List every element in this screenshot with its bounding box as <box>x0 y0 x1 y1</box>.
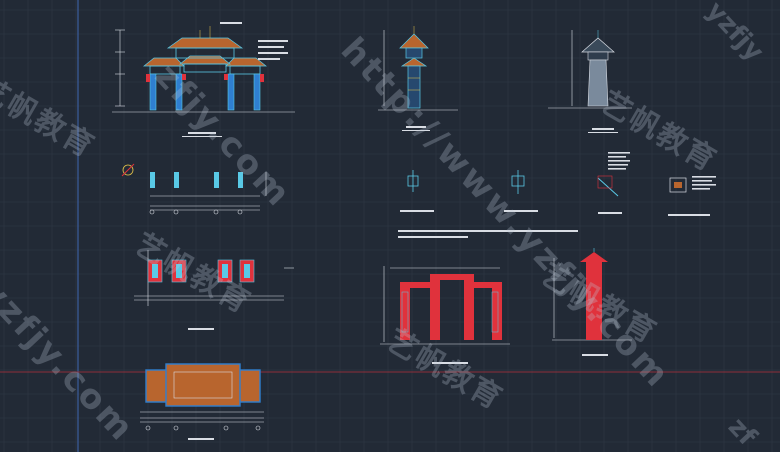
foundation-plan <box>134 250 294 330</box>
column-plan-row <box>121 163 267 215</box>
small-details-group <box>398 170 578 238</box>
column-detail-elevation <box>548 30 632 133</box>
paifang-front-elevation <box>112 22 295 137</box>
base-plan <box>140 363 264 440</box>
section-details <box>597 152 716 216</box>
paifang-side-elevation <box>378 26 458 131</box>
frame-section-red <box>552 248 632 356</box>
frame-elevation-red <box>380 266 510 364</box>
